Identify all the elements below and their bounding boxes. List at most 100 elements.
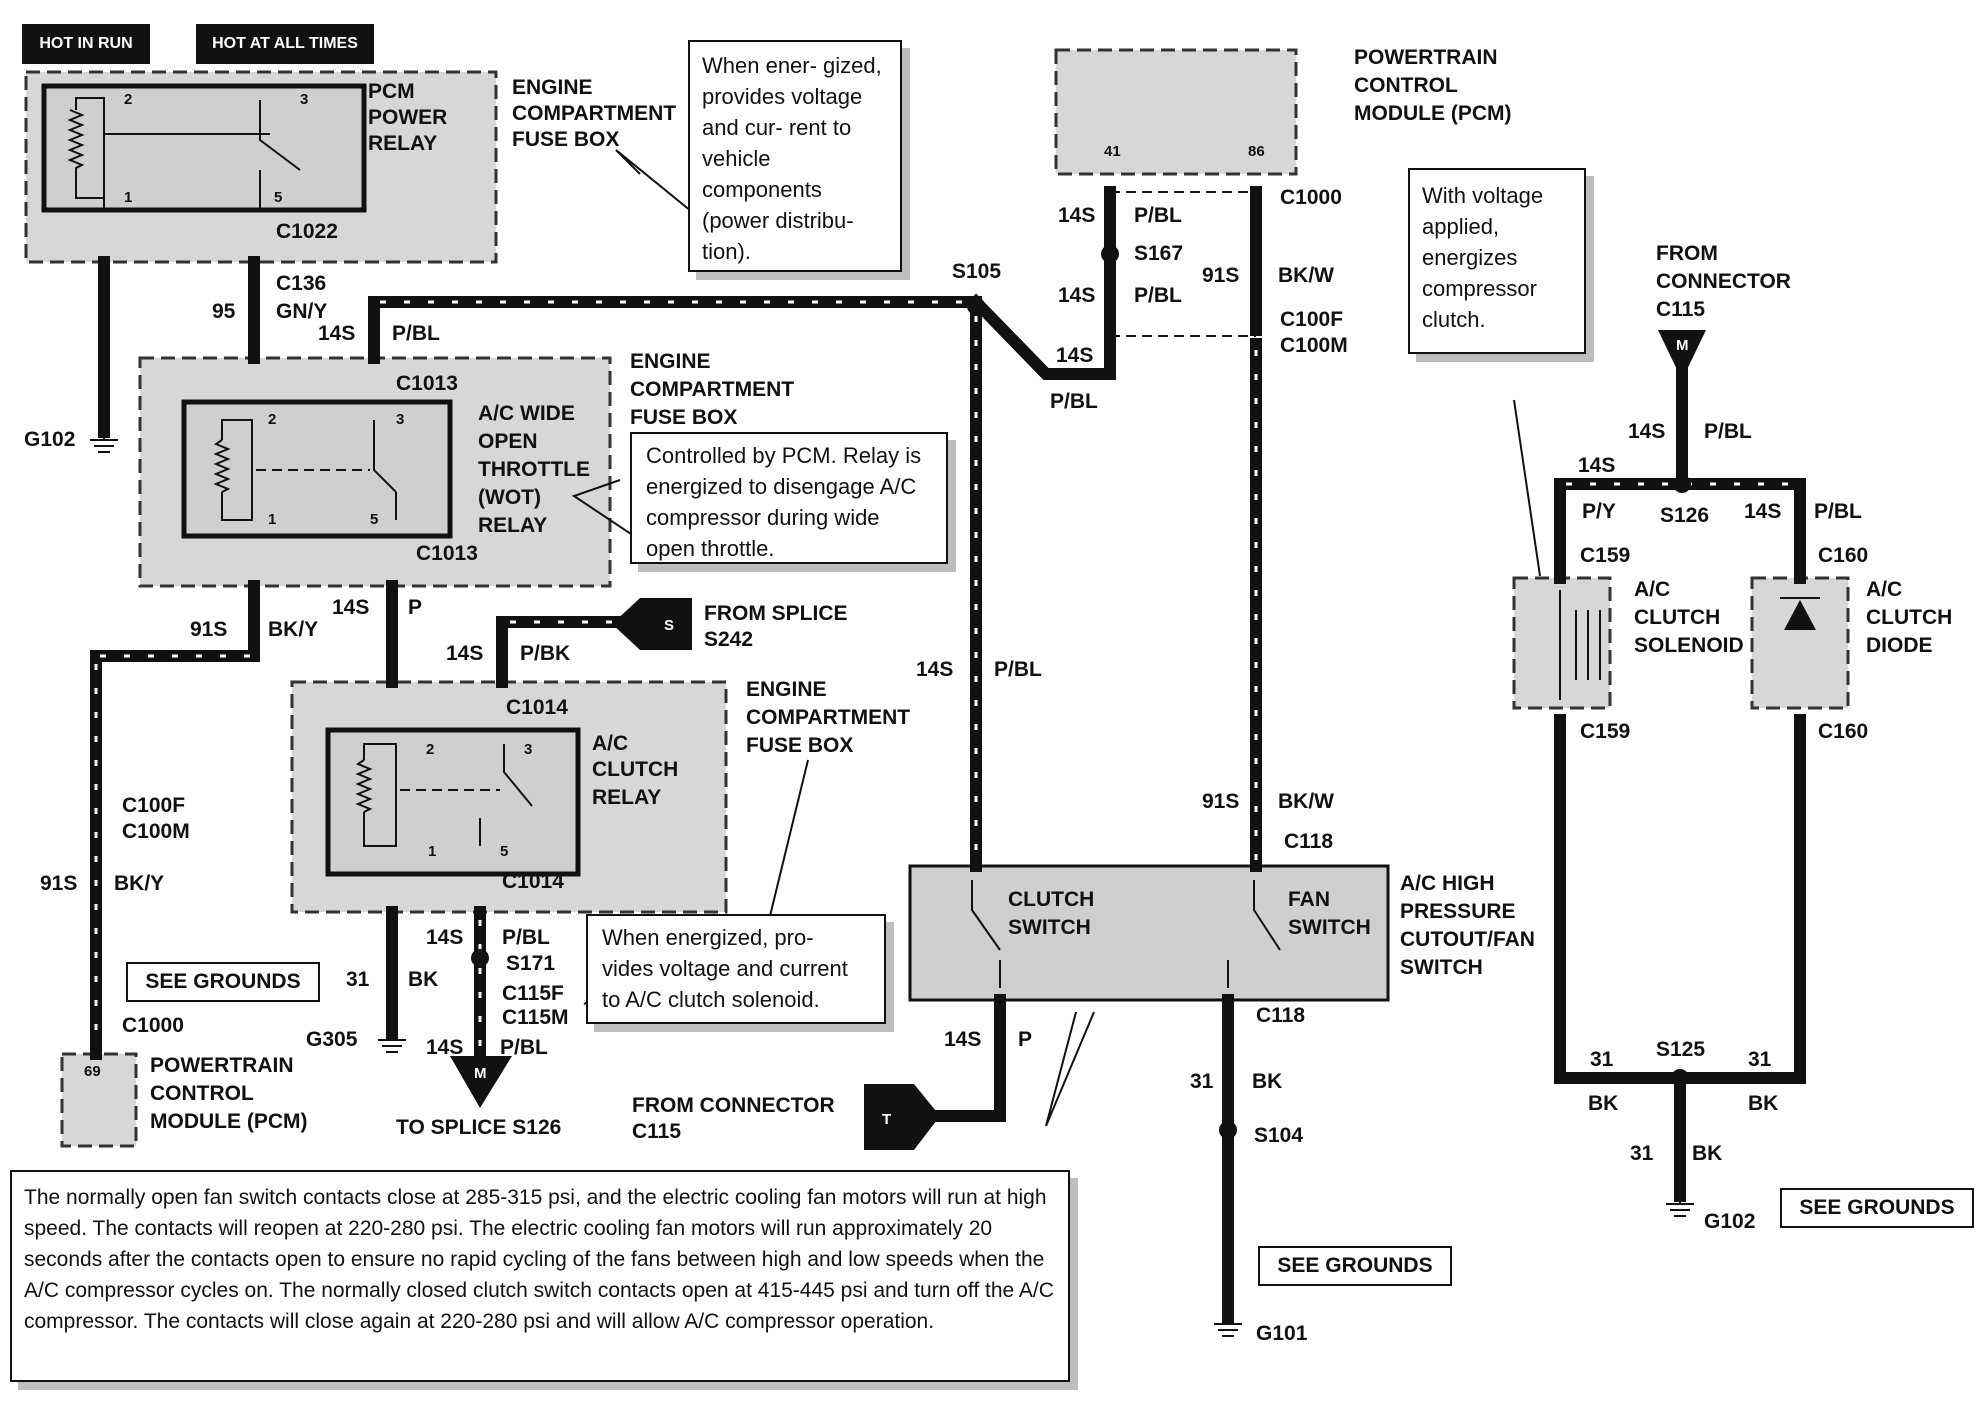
pcm-bottom-name-2: CONTROL [150,1082,254,1105]
wot-relay-inner [181,399,453,539]
label-from-connector-2: C115 [632,1120,681,1143]
wire-14s-p-switch [908,994,1006,1122]
label-31-r: 31 [1748,1048,1772,1071]
label-c136: C136 [276,272,326,295]
label-bky-left: BK/Y [114,872,164,895]
label-from-connector-1: FROM CONNECTOR [632,1094,835,1117]
bottom-note-text: The normally open fan switch contacts cl… [24,1186,1054,1333]
label-pbk: P/BK [520,642,570,665]
connector-t-icon [864,1084,940,1150]
pressure-connector-top: C118 [1284,830,1333,853]
label-g305: G305 [306,1028,358,1051]
label-bk-g: BK [1692,1142,1722,1165]
label-from-conn-r-1: FROM [1656,242,1718,265]
label-s171: S171 [506,952,555,975]
wire-14s-pbl-top [368,296,982,364]
clutch-relay-pin-2: 2 [426,741,434,758]
label-pbl-m: P/BL [500,1036,548,1059]
wot-relay-circuit [221,419,397,521]
label-14s-m: 14S [426,1036,463,1059]
label-py: P/Y [1582,500,1616,523]
clutch-relay-pin-5: 5 [500,843,508,860]
label-bk-clutch: BK [408,968,438,991]
callout-voltage: With voltage applied, energizes compress… [1408,168,1586,354]
label-91s-bky: 91S [190,618,227,641]
label-p: P [408,596,422,619]
fuse-box-low-3: FUSE BOX [746,734,853,757]
diode-symbol-icon [1784,600,1816,630]
pcm-bottom-box [60,1052,138,1148]
label-s167: S167 [1134,242,1183,265]
callout-wot-text: Controlled by PCM. Relay is energized to… [646,443,922,561]
fan-switch-label-2: SWITCH [1288,916,1371,939]
label-pbl-a: P/BL [1134,204,1182,227]
fuse-box-mid-3: FUSE BOX [630,406,737,429]
connector-m-bottom-letter: M [474,1065,487,1082]
pcm-bottom-name-3: MODULE (PCM) [150,1110,307,1133]
label-c100f-top: C100F [1280,308,1343,331]
label-g101: G101 [1256,1322,1308,1345]
pcm-relay-coil [67,106,85,180]
clutch-solenoid-box [1512,576,1612,710]
label-bk-l: BK [1588,1092,1618,1115]
callout-clutch: When energized, pro- vides voltage and c… [586,914,886,1024]
callout-wot: Controlled by PCM. Relay is energized to… [630,432,948,564]
label-14s-top: 14S [318,322,355,345]
splice-s125 [1671,1069,1689,1087]
pressure-connector-bottom: C118 [1256,1004,1305,1027]
label-c100m-top: C100M [1280,334,1348,357]
clutch-relay-name-2: CLUTCH [592,758,678,781]
clutch-connector-bottom: C1014 [502,870,564,893]
pcm-top-name-2: CONTROL [1354,74,1458,97]
fuse-box-top-1: ENGINE [512,76,593,99]
connector-m-right-icon [1658,330,1706,380]
clutch-switch-label-2: SWITCH [1008,916,1091,939]
wire-14s-pbk [496,616,646,688]
connector-t-letter: T [882,1111,891,1128]
pcm-relay-circuit [75,97,301,210]
label-s104: S104 [1254,1124,1303,1147]
see-grounds-right[interactable]: SEE GROUNDS [1780,1188,1974,1228]
wire-s105-jog [967,293,1116,380]
pcm-top-box [1054,48,1298,176]
label-from-splice-1: FROM SPLICE [704,602,848,625]
wot-relay-pin-3: 3 [396,411,404,428]
label-from-conn-r-2: CONNECTOR [1656,270,1791,293]
label-p-sw: P [1018,1028,1032,1051]
label-14s-a: 14S [1058,204,1095,227]
wot-relay-name-1: A/C WIDE [478,402,575,425]
fan-switch-symbol [1227,880,1281,988]
diode-name-3: DIODE [1866,634,1933,657]
callout-voltage-pointer [1513,399,1541,577]
label-31-sw: 31 [1190,1070,1214,1093]
diode-name-2: CLUTCH [1866,606,1952,629]
solenoid-name-2: CLUTCH [1634,606,1720,629]
clutch-switch-symbol [971,880,1001,988]
ground-g305 [378,1034,406,1053]
pcm-relay-pin-5: 5 [274,189,282,206]
label-14s-pbk: 14S [446,642,483,665]
ground-g102-right [1666,1196,1694,1217]
label-s125: S125 [1656,1038,1705,1061]
clutch-relay-name-3: RELAY [592,786,661,809]
label-pbl-c: P/BL [1050,390,1098,413]
callout-wot-pointer [571,479,641,541]
see-grounds-middle[interactable]: SEE GROUNDS [1258,1246,1452,1286]
label-g102-right: G102 [1704,1210,1755,1233]
pcm-top-pin-86: 86 [1248,143,1265,160]
wot-connector-bottom: C1013 [416,542,478,565]
clutch-relay-circuit [363,743,533,847]
pcm-relay-name-1: PCM [368,80,415,103]
pcm-bottom-connector: C1000 [122,1014,184,1037]
clutch-relay-name-1: A/C [592,732,628,755]
pressure-switch-name-3: CUTOUT/FAN [1400,928,1535,951]
label-bkw-low: BK/W [1278,790,1334,813]
label-91s-low: 91S [1202,790,1239,813]
hot-in-run-label: HOT IN RUN [22,24,150,64]
callout-clutch-text: When energized, pro- vides voltage and c… [602,925,848,1012]
fuse-box-top-3: FUSE BOX [512,128,619,151]
splice-s105 [967,297,985,315]
see-grounds-left[interactable]: SEE GROUNDS [126,962,320,1002]
label-c115m: C115M [502,1006,569,1029]
label-s126: S126 [1660,504,1709,527]
